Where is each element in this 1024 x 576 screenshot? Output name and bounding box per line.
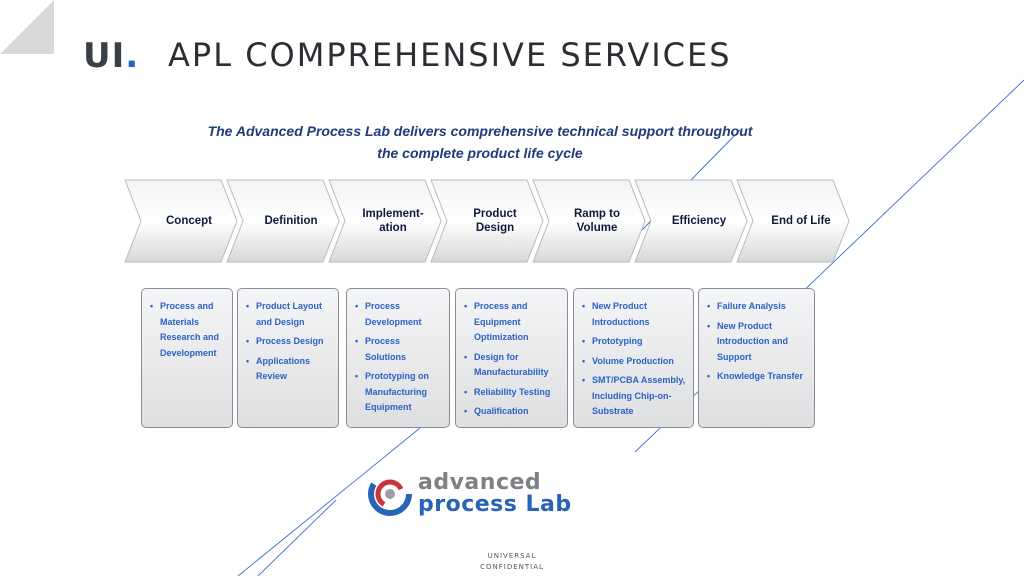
list-item: Reliability Testing — [464, 385, 561, 401]
ui-logo: UI. — [83, 36, 139, 76]
detail-box-implementation: Process Development Process Solutions Pr… — [346, 288, 450, 428]
list-item: Design for Manufacturability — [464, 350, 561, 381]
detail-box-ramp-to-volume: New Product Introductions Prototyping Vo… — [573, 288, 694, 428]
subtitle-line-1: The Advanced Process Lab delivers compre… — [207, 123, 753, 139]
stage-label-end-of-life: End of Life — [771, 215, 831, 227]
detail-box-product-design: Process and Equipment Optimization Desig… — [455, 288, 568, 428]
list-item: Process and Materials Research and Devel… — [150, 299, 226, 361]
stage-label-ramp-to-volume: Ramp to Volume — [574, 208, 620, 234]
brand-line-2: process Lab — [418, 492, 572, 517]
stage-label-concept: Concept — [166, 215, 212, 227]
list-item: Volume Production — [582, 354, 687, 370]
chevron-implementation — [328, 179, 442, 263]
stage-label-product-design: Product Design — [473, 208, 517, 234]
list-item: Knowledge Transfer — [707, 369, 808, 385]
apl-brand-logo: advanced process Lab — [368, 472, 572, 516]
list-item: Qualification — [464, 404, 561, 420]
confidential-footer: UNIVERSAL CONFIDENTIAL — [462, 551, 562, 573]
logo-text: UI — [83, 36, 126, 76]
chevron-product-design — [430, 179, 544, 263]
list-item: Prototyping on Manufacturing Equipment — [355, 369, 443, 416]
detail-box-definition: Product Layout and Design Process Design… — [237, 288, 339, 428]
apl-swirl-icon — [368, 472, 412, 516]
list-item: Prototyping — [582, 334, 687, 350]
brand-line-1: advanced — [418, 470, 542, 495]
chevron-definition — [226, 179, 340, 263]
list-item: Applications Review — [246, 354, 332, 385]
list-item: Failure Analysis — [707, 299, 808, 315]
detail-box-efficiency: Failure Analysis New Product Introductio… — [698, 288, 815, 428]
stage-label-implementation: Implement- ation — [362, 208, 424, 234]
list-item: SMT/PCBA Assembly, Including Chip-on-Sub… — [582, 373, 687, 420]
list-item: New Product Introduction and Support — [707, 319, 808, 366]
chevron-efficiency — [634, 179, 748, 263]
list-item: Process Development — [355, 299, 443, 330]
list-item: Product Layout and Design — [246, 299, 332, 330]
stage-label-definition: Definition — [264, 215, 318, 227]
list-item: Process Solutions — [355, 334, 443, 365]
logo-dot: . — [125, 36, 140, 76]
footer-line-1: UNIVERSAL — [487, 552, 537, 560]
list-item: New Product Introductions — [582, 299, 687, 330]
list-item: Process Design — [246, 334, 332, 350]
chevron-ramp-to-volume — [532, 179, 646, 263]
subtitle-line-2: the complete product life cycle — [377, 145, 583, 161]
footer-line-2: CONFIDENTIAL — [480, 563, 544, 571]
corner-triangle-decoration — [0, 0, 54, 54]
chevron-concept — [124, 179, 238, 263]
detail-box-concept: Process and Materials Research and Devel… — [141, 288, 233, 428]
list-item: Process and Equipment Optimization — [464, 299, 561, 346]
stage-label-efficiency: Efficiency — [671, 215, 727, 227]
page-title: APL COMPREHENSIVE SERVICES — [168, 36, 732, 74]
subtitle: The Advanced Process Lab delivers compre… — [180, 120, 780, 164]
chevron-end-of-life — [736, 179, 850, 263]
